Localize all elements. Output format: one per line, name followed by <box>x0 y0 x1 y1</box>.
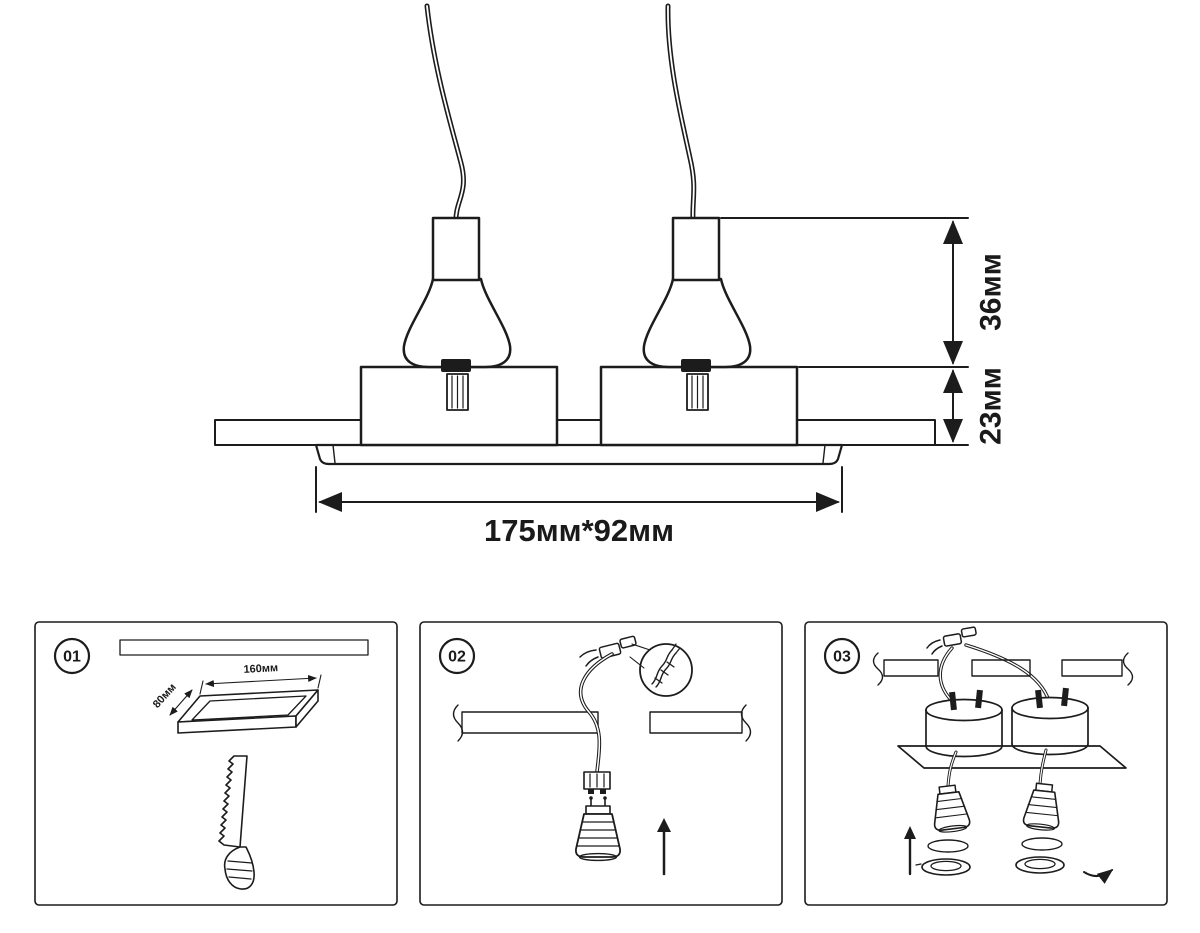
lamp-pigtail-wires <box>946 748 1048 788</box>
trim-ring-left-icon <box>915 858 971 876</box>
connector-wire-stubs <box>926 639 943 655</box>
lamp-neck-right <box>671 216 721 282</box>
break-mark-icon <box>740 704 752 742</box>
connector-wire-stubs <box>579 649 599 667</box>
step-panel-1-border <box>34 621 398 906</box>
lamp-holder-icon <box>583 771 611 794</box>
ceiling-hatch-strip <box>119 639 369 656</box>
lamp-neck-left <box>431 216 481 282</box>
step-3-badge <box>823 637 861 675</box>
dim-label-23mm: 23мм <box>975 367 1008 445</box>
dimension-above-ceiling: 36мм 23мм <box>720 217 1008 446</box>
lamp-face-mesh-left-icon <box>927 839 969 853</box>
lamp-bell-right <box>642 277 752 369</box>
mounting-plate <box>897 745 1127 769</box>
housing-can-right <box>1011 687 1089 756</box>
ceiling-with-opening <box>452 704 752 742</box>
supply-wire-right-icon <box>665 3 697 225</box>
ceiling-panel <box>214 419 936 446</box>
hand-saw-icon <box>218 755 255 890</box>
break-mark-icon <box>1122 652 1134 686</box>
dimension-overall: 175мм*92мм <box>315 466 843 548</box>
spring-clip-right-icon <box>681 359 711 411</box>
step-2-badge <box>438 637 476 675</box>
housing-right <box>599 365 799 447</box>
housing-wires-icon <box>938 643 1051 705</box>
cutout-width-label: 80мм <box>151 681 179 710</box>
lamp-bell-left <box>402 277 512 369</box>
magnifier-leader-lines <box>629 643 651 669</box>
cutout-template-box: 160мм 80мм <box>151 662 322 734</box>
main-section-drawing: 36мм 23мм 175мм*92мм <box>214 3 1008 548</box>
gu10-lamp-left-icon <box>933 784 971 833</box>
twisted-wires-magnifier-icon <box>639 643 693 697</box>
rotate-arrow-icon <box>1083 869 1114 884</box>
insert-up-arrow-icon <box>657 818 671 876</box>
housing-can-left <box>925 689 1003 758</box>
supply-wire-left-icon <box>424 3 466 225</box>
step-panel-2: 02 <box>419 621 783 906</box>
ceiling-band <box>872 652 1134 686</box>
wire-connector-icon <box>598 635 637 659</box>
gu10-lamp-right-icon <box>1022 782 1060 831</box>
drop-wire-icon <box>578 652 614 774</box>
spring-clip-left-icon <box>441 359 471 411</box>
step-panel-3-border <box>804 621 1168 906</box>
step-2-number: 02 <box>448 649 466 666</box>
housing-left <box>359 365 559 447</box>
trim-ring-right-icon <box>1015 856 1065 874</box>
lamp-face-mesh-right-icon <box>1021 837 1063 851</box>
insert-up-arrow-icon <box>904 826 916 876</box>
step-3-number: 03 <box>833 649 851 666</box>
cutout-length-label: 160мм <box>243 662 278 676</box>
step-panel-2-border <box>419 621 783 906</box>
step-panel-3: 03 <box>804 621 1168 906</box>
break-mark-icon <box>872 652 884 686</box>
dim-label-36mm: 36мм <box>975 253 1008 331</box>
step-1-badge <box>53 637 91 675</box>
wire-connector-icon <box>942 626 977 647</box>
step-1-number: 01 <box>63 649 81 666</box>
step-panel-1: 01 160мм 80мм <box>34 621 398 906</box>
break-mark-icon <box>452 704 464 742</box>
gu10-lamp-icon <box>575 796 621 862</box>
dim-label-overall: 175мм*92мм <box>484 513 674 548</box>
trim-plate <box>314 443 844 466</box>
